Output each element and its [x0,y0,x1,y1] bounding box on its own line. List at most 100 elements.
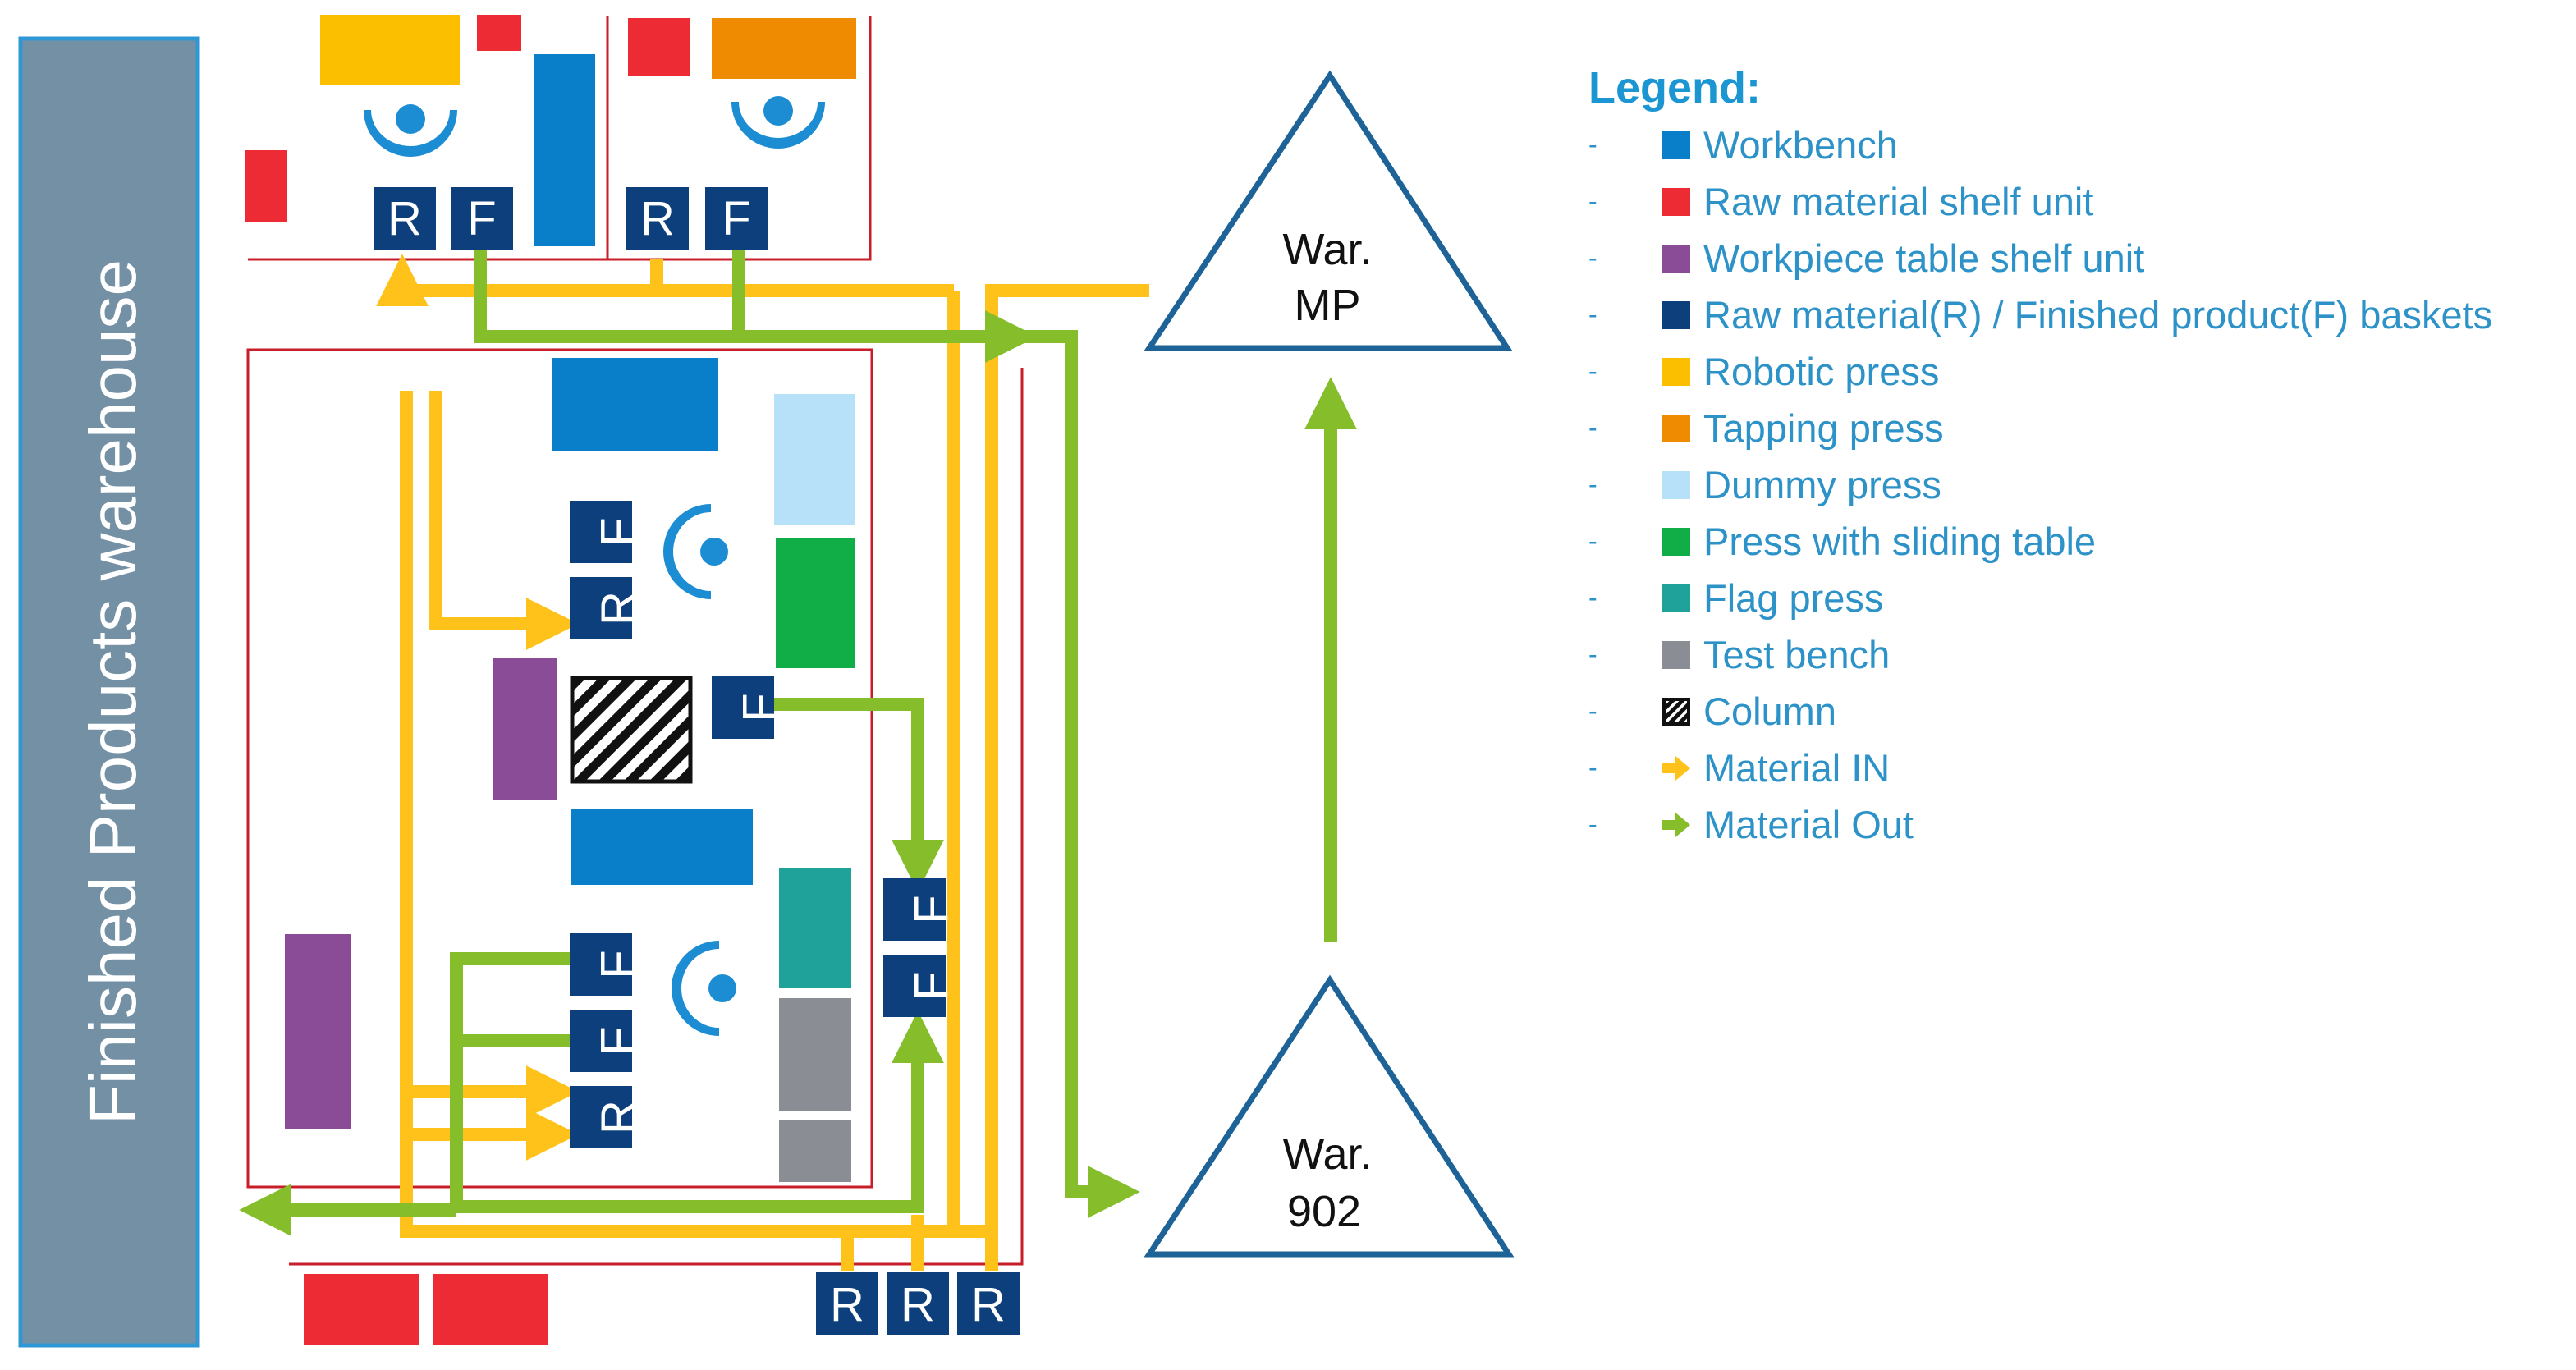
material-in-flows [376,254,1149,1271]
legend-item-test-bench: -Test bench [1588,626,2574,683]
legend-label: Workbench [1703,123,1898,167]
legend-label: Material Out [1703,803,1914,846]
dummy-press [774,394,855,525]
legend-swatch-material-out [1662,811,1690,839]
legend-swatch-workpiece-shelf [1662,244,1690,273]
operator-icon [731,96,825,149]
main-cell [285,358,855,1182]
svg-text:F: F [592,950,645,978]
cell-outlines [246,16,1024,1266]
legend-label: Material IN [1703,746,1891,790]
raw-material-basket: R [570,577,645,639]
finished-product-basket: F [570,933,645,996]
legend-items: -Workbench-Raw material shelf unit-Workp… [1588,117,2574,853]
finished-product-basket: F [570,501,645,563]
legend-item-column: - Column [1588,683,2574,740]
material-out-path [474,246,1038,363]
legend-dash: - [1588,186,1597,216]
material-out-path [1018,330,1140,1218]
raw-material-shelf-unit [245,150,287,222]
press-with-sliding-table [776,538,855,668]
legend-swatch-basket [1662,300,1690,329]
svg-text:R: R [830,1278,864,1331]
legend-label: Column [1703,690,1836,733]
finished-product-basket: F [705,187,768,250]
warehouse-label: Finished Products warehouse [76,259,149,1125]
legend-swatch-tapping-press [1662,414,1690,442]
workbench [571,809,753,885]
legend-swatch-workbench [1662,131,1690,159]
raw-material-basket: R [626,187,689,250]
legend-dash: - [1588,639,1597,669]
workbench [534,54,595,246]
legend-title: Legend: [1588,63,1761,112]
test-bench [779,1120,851,1182]
workpiece-table-shelf-unit [493,658,557,800]
finished-product-basket: F [451,187,513,250]
svg-text:R: R [592,1100,645,1134]
workpiece-table-shelf-unit [285,934,351,1129]
legend-item-raw-material-r-finished-product-f-baskets: -Raw material(R) / Finished product(F) b… [1588,286,2574,343]
svg-text:902: 902 [1287,1187,1361,1236]
raw-material-basket: R [957,1272,1020,1335]
material-in-path [376,254,954,307]
workbench [552,358,718,451]
legend-swatch-raw-shelf [1662,187,1690,216]
legend-swatch-sliding-press [1662,527,1690,556]
legend-label: Press with sliding table [1703,520,2097,563]
finished-product-basket: F [712,676,787,739]
svg-text:R: R [640,192,675,245]
raw-material-basket: R [570,1086,645,1148]
legend-item-robotic-press: -Robotic press [1588,343,2574,400]
operator-icon [364,104,457,157]
test-bench [779,998,851,1111]
legend-item-press-with-sliding-table: - Press with sliding table [1588,513,2574,570]
flag-press [779,868,851,988]
legend-item-dummy-press: - Dummy press [1588,456,2574,513]
material-in-path [429,391,579,650]
finished-product-basket: F [570,1010,645,1072]
legend-dash: - [1588,356,1597,386]
operator-icon [663,504,728,599]
legend-item-material-in: - Material IN [1588,740,2574,796]
legend-swatch-dummy-press [1662,470,1690,499]
raw-material-shelf-unit [304,1274,419,1345]
legend-dash: - [1588,526,1597,556]
svg-text:War.: War. [1282,1129,1372,1179]
bottom-shelves [304,1274,548,1345]
raw-material-basket: R [816,1272,878,1335]
warehouse-902: War. 902 [1144,974,1515,1258]
main-cell-outer-outline [289,368,1024,1266]
finished-product-basket: F [883,878,959,941]
legend-item-workpiece-table-shelf-unit: -Workpiece table shelf unit [1588,230,2574,286]
legend-label: Tapping press [1703,406,1944,450]
material-out-flows [239,246,1357,1236]
svg-text:F: F [734,693,787,722]
material-out-path [765,698,944,892]
legend-item-tapping-press: -Tapping press [1588,400,2574,456]
raw-material-shelf-unit [477,15,521,51]
top-cells [245,15,856,246]
legend-label: Dummy press [1703,463,1941,506]
svg-text:F: F [592,517,645,546]
legend-dash: - [1588,583,1597,612]
legend-item-workbench: -Workbench [1588,117,2574,173]
legend-label: Flag press [1703,576,1884,620]
raw-material-basket: R [887,1272,949,1335]
svg-text:F: F [905,971,959,1000]
svg-text:F: F [905,895,959,923]
finished-product-basket: F [883,955,959,1017]
legend-swatch-material-in [1662,754,1690,782]
legend-dash: - [1588,753,1597,782]
operators [364,96,825,1036]
svg-text:R: R [387,192,422,245]
svg-text:F: F [722,192,750,245]
legend-dash: - [1588,470,1597,499]
column [570,676,693,784]
legend-label: Raw material(R) / Finished product(F) ba… [1703,293,2493,337]
svg-text:R: R [901,1278,935,1331]
svg-text:F: F [467,192,496,245]
finished-products-warehouse: Finished Products warehouse [18,36,200,1348]
legend-dash: - [1588,696,1597,726]
legend-item-raw-material-shelf-unit: -Raw material shelf unit [1588,173,2574,230]
